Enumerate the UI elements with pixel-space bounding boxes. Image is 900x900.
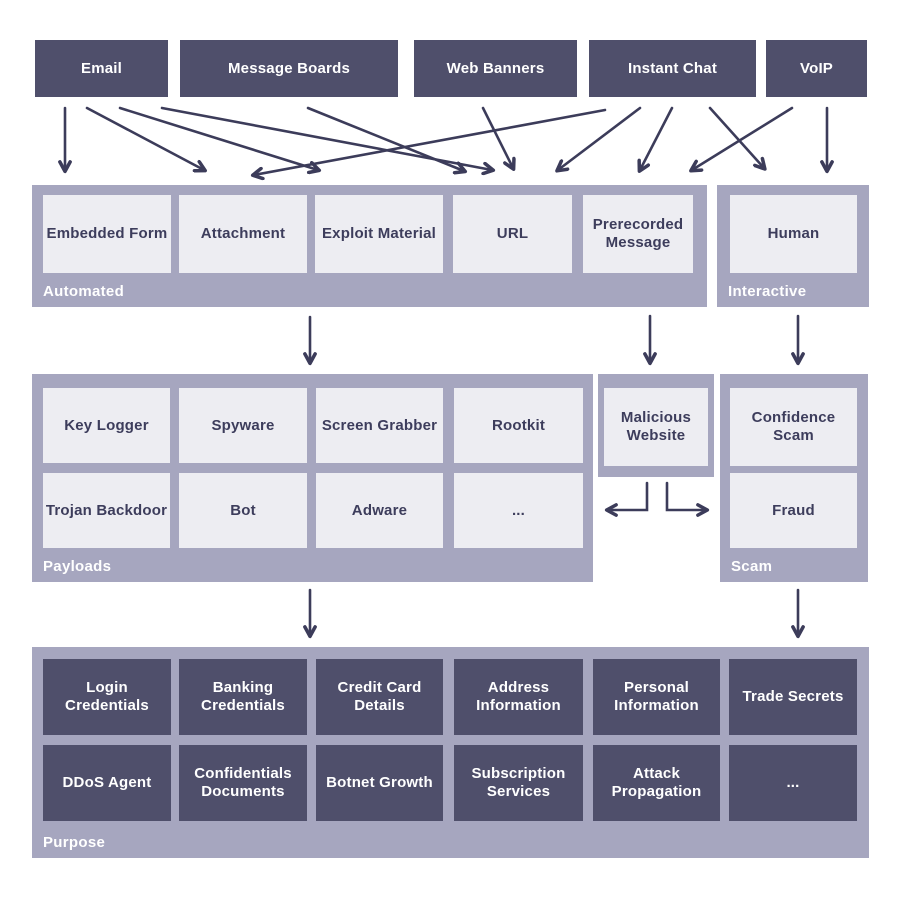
channel-voip: VoIP bbox=[766, 40, 867, 97]
edge-instant-chat-human bbox=[708, 106, 764, 168]
method-url: URL bbox=[453, 195, 572, 273]
group-payloads: Key Logger Spyware Screen Grabber Rootki… bbox=[32, 374, 593, 582]
method-attachment: Attachment bbox=[179, 195, 307, 273]
edge-web-banners-url bbox=[481, 106, 513, 168]
channel-email: Email bbox=[35, 40, 168, 97]
edge-malicious-website-payloads bbox=[608, 481, 649, 510]
group-label-interactive: Interactive bbox=[728, 283, 807, 300]
payload-rootkit: Rootkit bbox=[454, 388, 583, 463]
scam-fraud: Fraud bbox=[730, 473, 857, 548]
malicious-website-box: Malicious Website bbox=[604, 388, 708, 466]
channel-message-boards: Message Boards bbox=[180, 40, 398, 97]
purpose-banking-credentials: Banking Credentials bbox=[179, 659, 307, 735]
method-prerecorded-message: Prerecorded Message bbox=[583, 195, 693, 273]
method-human: Human bbox=[730, 195, 857, 273]
payload-more: ... bbox=[454, 473, 583, 548]
payload-spyware: Spyware bbox=[179, 388, 307, 463]
method-exploit-material: Exploit Material bbox=[315, 195, 443, 273]
group-label-payloads: Payloads bbox=[43, 558, 112, 575]
edge-email-url bbox=[160, 106, 492, 170]
purpose-trade-secrets: Trade Secrets bbox=[729, 659, 857, 735]
purpose-botnet-growth: Botnet Growth bbox=[316, 745, 443, 821]
edge-email-attachment bbox=[85, 106, 204, 170]
channel-instant-chat: Instant Chat bbox=[589, 40, 756, 97]
payload-trojan-backdoor: Trojan Backdoor bbox=[43, 473, 170, 548]
edge-instant-chat-url bbox=[558, 106, 642, 170]
group-label-automated: Automated bbox=[43, 283, 125, 300]
purpose-personal-information: Personal Information bbox=[593, 659, 720, 735]
edge-instant-chat-prerecorded-message bbox=[640, 106, 674, 170]
group-interactive: Human Interactive bbox=[717, 185, 869, 307]
group-label-scam: Scam bbox=[731, 558, 773, 575]
channel-web-banners: Web Banners bbox=[414, 40, 577, 97]
purpose-attack-propagation: Attack Propagation bbox=[593, 745, 720, 821]
payload-bot: Bot bbox=[179, 473, 307, 548]
group-malicious-website: Malicious Website bbox=[598, 374, 714, 477]
purpose-credit-card-details: Credit Card Details bbox=[316, 659, 443, 735]
purpose-address-information: Address Information bbox=[454, 659, 583, 735]
purpose-more: ... bbox=[729, 745, 857, 821]
edge-email-exploit-material bbox=[118, 106, 318, 170]
purpose-subscription-services: Subscription Services bbox=[454, 745, 583, 821]
purpose-ddos-agent: DDoS Agent bbox=[43, 745, 171, 821]
purpose-confidentials-documents: Confidentials Documents bbox=[179, 745, 307, 821]
scam-confidence-scam: Confidence Scam bbox=[730, 388, 857, 466]
method-embedded-form: Embedded Form bbox=[43, 195, 171, 273]
payload-key-logger: Key Logger bbox=[43, 388, 170, 463]
payload-adware: Adware bbox=[316, 473, 443, 548]
edge-instant-chat-attachment bbox=[254, 108, 607, 175]
purpose-login-credentials: Login Credentials bbox=[43, 659, 171, 735]
group-purpose: Login Credentials Banking Credentials Cr… bbox=[32, 647, 869, 858]
edge-voip-prerecorded-message bbox=[692, 106, 794, 170]
edge-message-boards-url bbox=[306, 106, 464, 171]
group-label-purpose: Purpose bbox=[43, 834, 106, 851]
group-automated: Embedded Form Attachment Exploit Materia… bbox=[32, 185, 707, 307]
group-scam: Confidence Scam Fraud Scam bbox=[720, 374, 868, 582]
payload-screen-grabber: Screen Grabber bbox=[316, 388, 443, 463]
edge-malicious-website-scam bbox=[665, 481, 706, 510]
